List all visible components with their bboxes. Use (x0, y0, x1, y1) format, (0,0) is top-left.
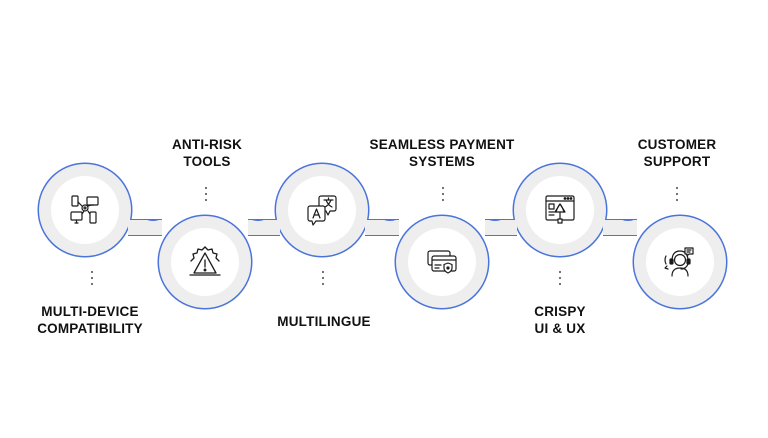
label-anti-risk-line-1: ANTI-RISK (171, 137, 243, 152)
label-anti-risk-line-2: TOOLS (183, 154, 231, 169)
dotted-connectors (90, 186, 679, 286)
label-crispy-ui: CRISPY UI & UX (534, 303, 585, 337)
label-multilingue-line-1: MULTILINGUE (277, 314, 371, 329)
label-anti-risk: ANTI-RISK TOOLS (172, 136, 242, 170)
node-circle-crispy-ui (526, 176, 594, 244)
support-agent-icon (664, 247, 694, 277)
payment-cards-icon (427, 250, 457, 274)
label-customer-support-line-1: CUSTOMER (637, 137, 717, 152)
node-circle-customer-support (646, 228, 714, 296)
label-crispy-ui-line-2: UI & UX (534, 321, 586, 336)
label-seamless-payment: SEAMLESS PAYMENT SYSTEMS (370, 136, 515, 170)
multi-device-icon (70, 195, 99, 224)
translate-icon (307, 195, 337, 226)
label-multi-device-line-2: COMPATIBILITY (37, 321, 143, 336)
label-multi-device-line-1: MULTI-DEVICE (41, 304, 139, 319)
design-window-icon (545, 195, 575, 224)
node-circle-multi-device (51, 176, 119, 244)
label-customer-support: CUSTOMER SUPPORT (638, 136, 717, 170)
label-crispy-ui-line-1: CRISPY (534, 304, 586, 319)
label-customer-support-line-2: SUPPORT (643, 154, 711, 169)
label-seamless-payment-line-2: SYSTEMS (409, 154, 475, 169)
label-seamless-payment-line-1: SEAMLESS PAYMENT (369, 137, 515, 152)
label-multilingue: MULTILINGUE (277, 313, 370, 330)
label-multi-device: MULTI-DEVICE COMPATIBILITY (37, 303, 143, 337)
warning-gear-icon (189, 246, 221, 276)
